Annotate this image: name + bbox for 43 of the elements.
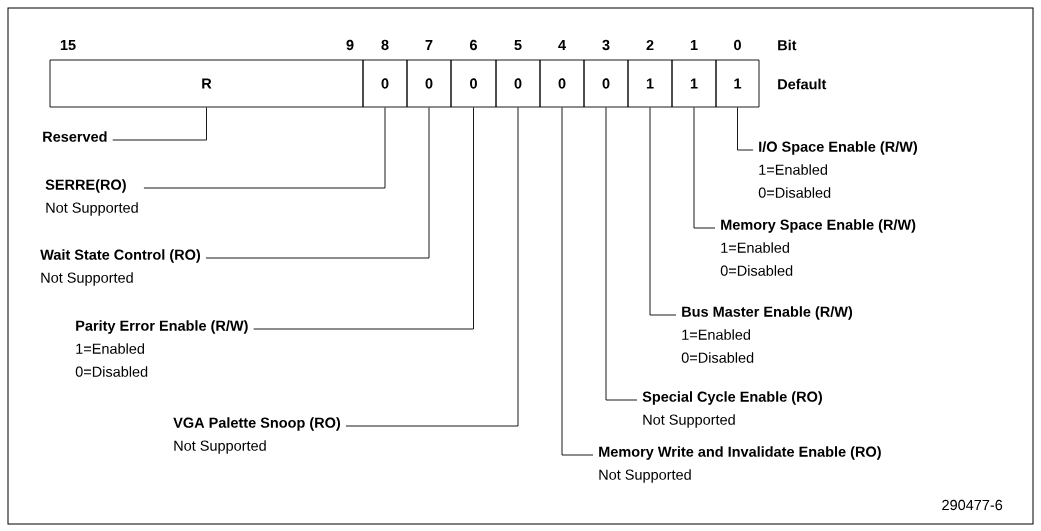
row-heading: Default <box>778 78 827 90</box>
register-cell: 1 <box>627 59 673 108</box>
register-cell: 0 <box>450 59 497 108</box>
register-cell: 0 <box>406 59 452 108</box>
bit-number: 2 <box>646 39 654 51</box>
register-cell: 1 <box>671 59 717 108</box>
bit-description: VGA Palette Snoop (RO) Not Supported <box>173 417 341 454</box>
row-heading: Bit <box>778 39 797 51</box>
leader-line <box>693 107 716 229</box>
bit-number: 4 <box>558 40 566 50</box>
leader-line <box>143 107 386 189</box>
leader-line <box>737 107 754 151</box>
register-cell: 0 <box>495 59 541 108</box>
bit-number: 9 <box>346 39 354 51</box>
leader-line <box>112 107 207 141</box>
leader-line <box>345 107 519 427</box>
bit-number: 7 <box>425 40 433 50</box>
leader-line <box>649 107 677 316</box>
leader-line <box>561 107 594 456</box>
bit-number: 6 <box>470 39 477 51</box>
bit-number: 8 <box>381 39 389 51</box>
register-cell: 0 <box>539 59 585 108</box>
bit-description: Memory Write and Invalidate Enable (RO) Not Supported <box>599 446 881 483</box>
leader-line <box>605 107 638 401</box>
leader-line <box>253 107 474 330</box>
bit-description: Special Cycle Enable (RO) Not Supported <box>642 391 822 428</box>
bit-description: Memory Space Enable (R/W) 1=Enabled 0=Disabled <box>720 219 916 276</box>
figure-number: 290477-6 <box>942 499 1003 511</box>
bit-description: Parity Error Enable (R/W) 1=Enabled 0=Disabled <box>75 320 248 377</box>
register-cell: 0 <box>362 59 408 108</box>
register-cell: R <box>49 59 364 108</box>
bit-number: 5 <box>514 39 522 51</box>
register-cell: 1 <box>715 59 760 108</box>
bit-number: 3 <box>602 39 610 51</box>
leader-line <box>205 107 430 259</box>
bit-description: Reserved <box>43 131 107 142</box>
bit-description: Bus Master Enable (R/W) 1=Enabled 0=Disabled <box>681 306 853 363</box>
bit-description: SERRE(RO) Not Supported <box>45 179 138 216</box>
bit-description: Wait State Control (RO) Not Supported <box>40 249 201 286</box>
bit-number: 1 <box>690 40 698 50</box>
register-cell: 0 <box>583 59 629 108</box>
bit-number: 0 <box>734 39 741 51</box>
bit-description: I/O Space Enable (R/W) 1=Enabled 0=Disabled <box>758 141 917 198</box>
